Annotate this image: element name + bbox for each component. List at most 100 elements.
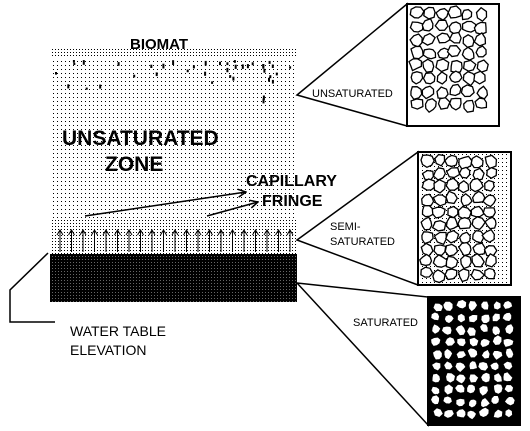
soil-grain [504,346,515,360]
soil-grain [492,382,504,396]
biomat-speck [55,72,57,75]
biomat-speck [226,62,229,66]
unsaturated-grains [408,5,489,114]
soil-grain [502,337,515,349]
soil-grain [444,243,459,257]
soil-grain [445,190,459,205]
capillary-label-line2: FRINGE [262,193,323,210]
soil-grain [445,216,459,231]
capillary-arrow [56,229,64,252]
capillary-arrow [148,229,156,252]
soil-grain [448,70,463,83]
soil-grain [470,205,485,218]
biomat-speck [234,64,237,69]
soil-grain [409,6,425,19]
soil-grain [433,231,448,246]
biomat-speck [232,76,235,81]
soil-grain [453,323,467,337]
soil-grain [491,333,503,347]
capillary-arrow [79,229,87,252]
soil-grain [473,32,487,47]
soil-grain [448,21,462,35]
capillary-arrow [102,229,110,252]
soil-grain [432,167,447,181]
soil-grain [462,70,478,87]
biomat-speck [204,60,207,66]
biomat-speck [289,66,292,69]
capillary-arrow [137,229,144,252]
soil-grain [431,206,446,219]
soil-grain [420,242,434,257]
soil-grain [431,372,442,384]
capillary-arrow [206,229,213,252]
saturated-zone [50,254,297,302]
soil-grain [476,360,490,373]
biomat-speck [262,64,265,68]
soil-grain [449,83,462,97]
biomat-speck [275,72,278,76]
capillary-arrow [68,229,75,252]
capillary-pointer-right [206,202,258,217]
soil-grain [482,207,496,218]
biomat-speck [73,62,76,65]
biomat-speck [204,71,207,76]
soil-grain [409,21,424,33]
soil-grain [472,242,486,256]
soil-grain [465,409,478,421]
soil-grain [474,97,488,109]
soil-grain [479,371,492,384]
biomat-speck [82,60,85,65]
soil-grain [410,98,424,110]
soil-grain [461,46,475,61]
water-table-bracket [9,252,55,323]
soil-grain [447,205,459,219]
soil-grain [421,32,436,46]
soil-grain [431,220,447,232]
zone-label-line1: UNSATURATED [62,127,219,150]
soil-grain [484,252,497,268]
soil-grain [457,179,470,194]
callout-unsaturated: UNSATURATED [295,2,500,127]
soil-grain [442,359,455,371]
soil-grain [460,254,472,270]
soil-grain [419,253,433,267]
soil-grain [420,154,435,169]
soil-grain [443,347,454,361]
biomat-speck [241,64,244,69]
biomat-speck [263,68,266,73]
biomat-speck [99,84,102,89]
soil-grain [429,393,441,406]
zone-label-line2: ZONE [105,153,163,176]
soil-grain [421,178,436,191]
soil-grain [502,383,515,394]
soil-grain [430,361,442,372]
soil-column [50,48,297,302]
soil-grain [479,300,490,311]
callout-semi-label-line1: SEMI- [330,221,361,233]
soil-grain [457,216,472,230]
soil-grain [482,194,497,208]
water-table-label-line1: WATER TABLE [70,323,166,339]
soil-grain [454,397,467,408]
soil-grain [462,34,475,48]
soil-grain [492,408,504,420]
soil-grain [467,313,479,324]
soil-grain [491,349,504,362]
unsaturated-zone [50,58,297,220]
biomat-speck [85,87,88,90]
biomat-speck [268,77,270,82]
soil-grain [420,216,433,231]
soil-grain [424,97,437,114]
capillary-arrow [252,229,259,252]
soil-grain [430,322,442,336]
biomat-speck [269,75,272,79]
soil-grain [501,311,513,323]
soil-grain [462,59,477,72]
soil-grain [441,300,454,313]
soil-grain [421,85,435,100]
biomat-speck [67,84,70,89]
soil-grain [453,361,468,374]
biomat-speck [219,61,221,66]
soil-grain [447,5,462,19]
capillary-arrow [275,229,282,252]
